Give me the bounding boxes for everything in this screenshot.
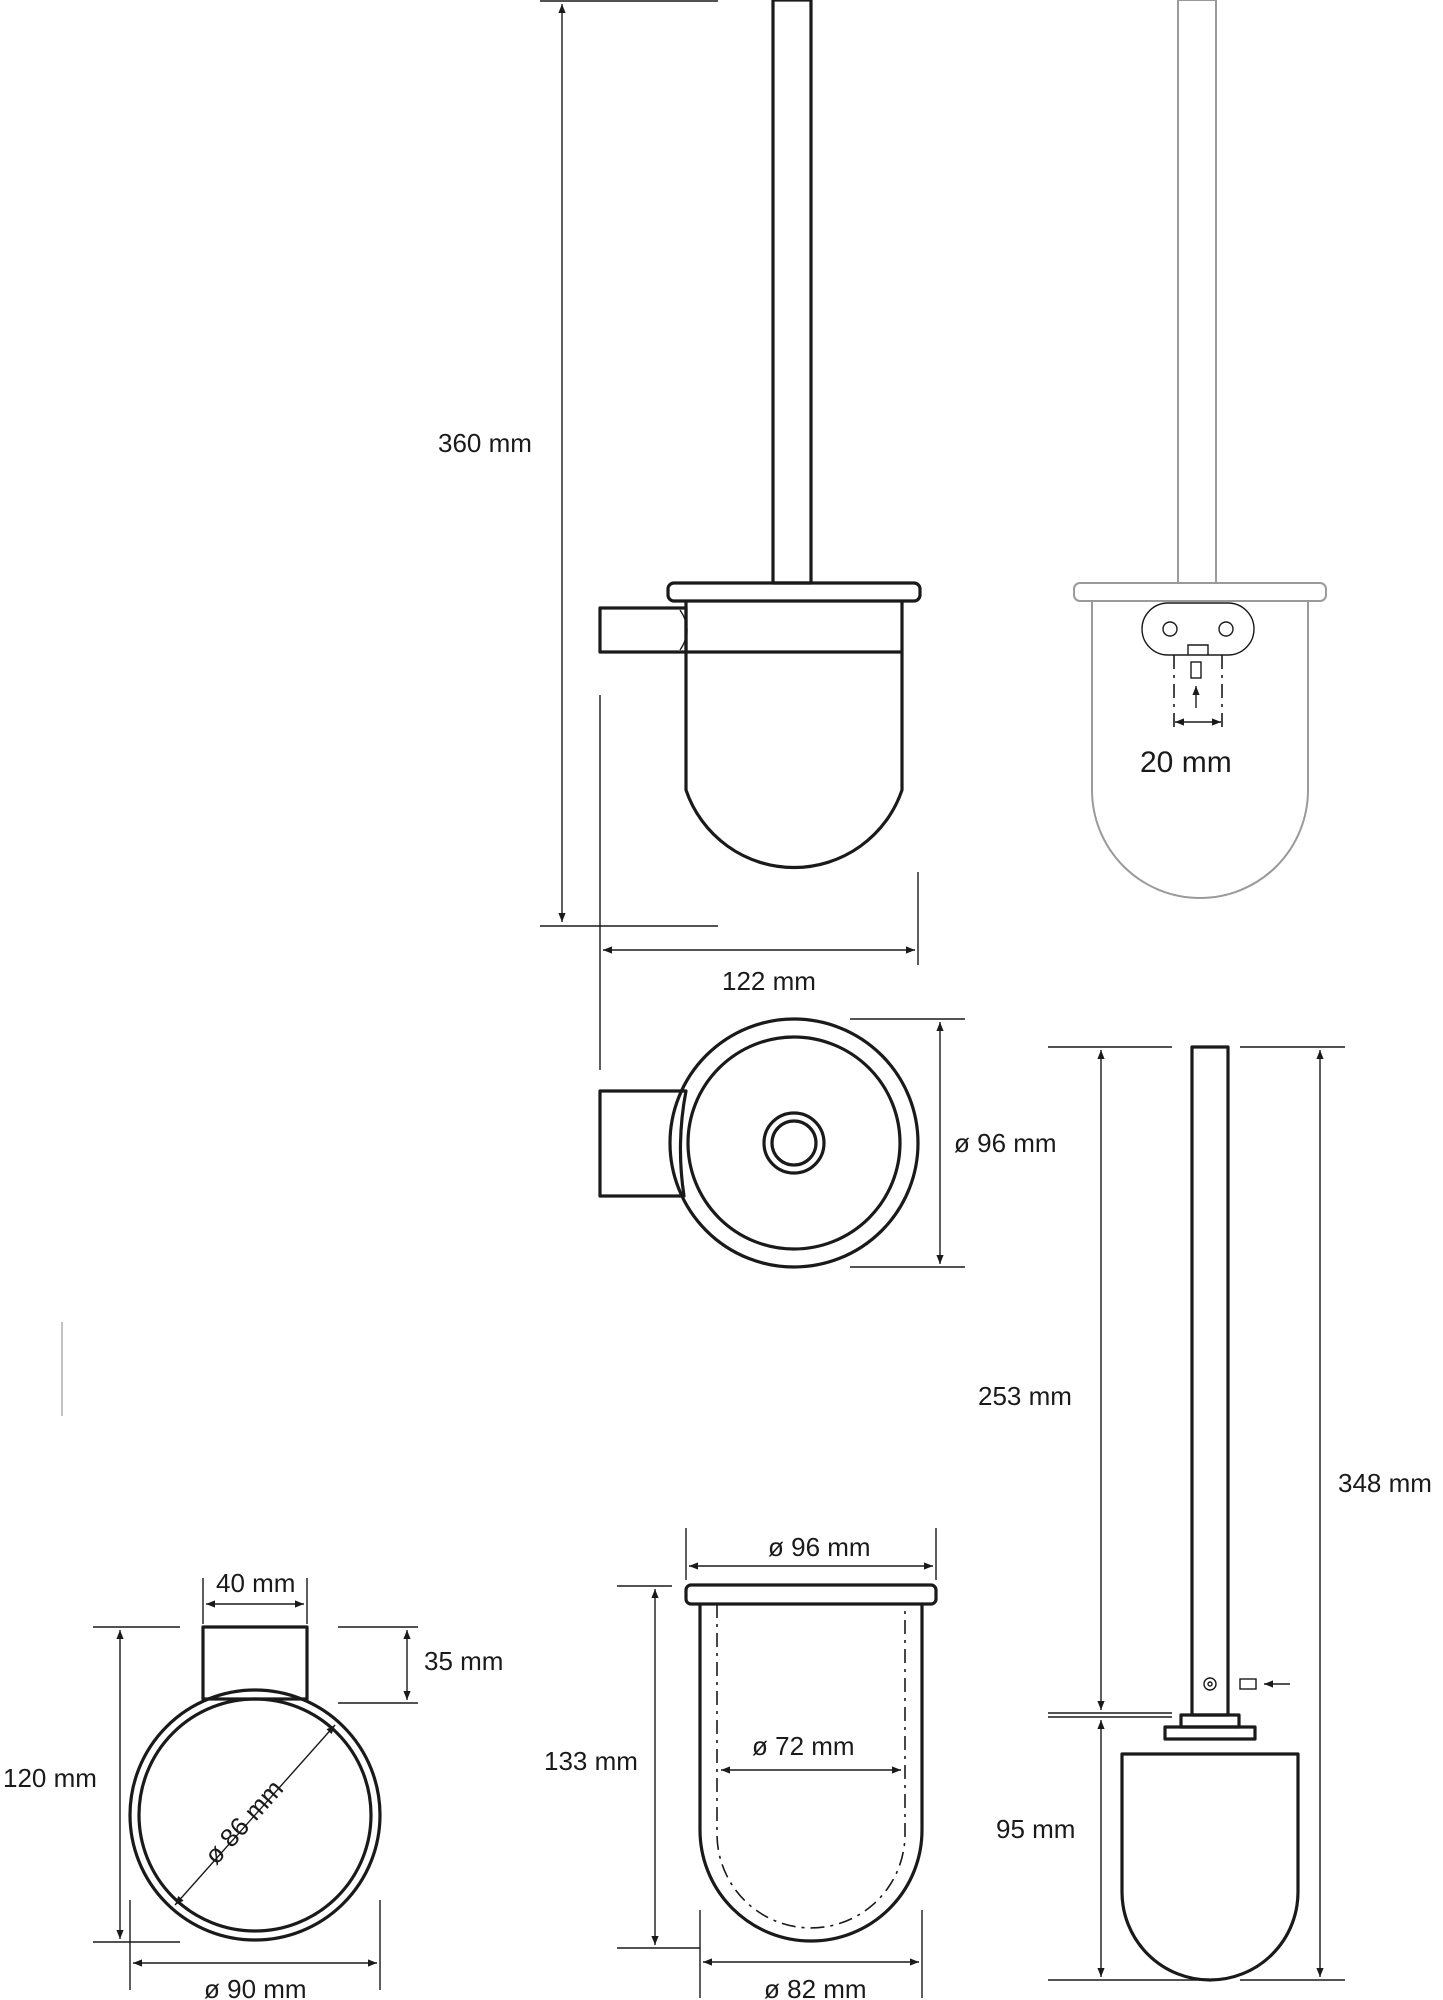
- dim-brush-head-label: 95 mm: [996, 1814, 1075, 1844]
- brush-view: [1120, 1045, 1300, 1982]
- dim-overall-width: 122 mm: [599, 695, 919, 1070]
- ring-inner: [137, 1697, 373, 1933]
- dim-overall-height-label: 360 mm: [438, 428, 532, 458]
- brush-handle: [1190, 1045, 1230, 1717]
- dim-brush-handle-label: 253 mm: [978, 1381, 1072, 1411]
- dim-cup-bottom-label: ø 82 mm: [764, 1974, 867, 2000]
- cup-view: [684, 1583, 938, 1943]
- dim-ring-inner-label: ø 86 mm: [198, 1774, 289, 1870]
- cup-lid: [684, 1583, 938, 1606]
- top-wall-bracket: [598, 1089, 688, 1198]
- dim-cup-inner: ø 72 mm: [721, 1731, 901, 1774]
- dim-cup-inner-label: ø 72 mm: [752, 1731, 855, 1761]
- rear-view: [1073, 0, 1327, 899]
- dim-ring-inner: ø 86 mm: [174, 1724, 336, 1906]
- dim-cup-height-label: 133 mm: [544, 1746, 638, 1776]
- dim-bracket-total-label: 120 mm: [3, 1763, 97, 1793]
- front-lid: [666, 581, 922, 603]
- dim-bracket-width-label: 40 mm: [216, 1568, 295, 1598]
- dim-brush-handle: 253 mm: [978, 1046, 1172, 1714]
- front-bracket-joint: [679, 609, 688, 651]
- top-lid-inner: [686, 1035, 902, 1251]
- dim-cup-height: 133 mm: [544, 1585, 700, 1949]
- ring-view: [128, 1625, 382, 1942]
- cup-body: [698, 1604, 924, 1943]
- dim-top-diameter-label: ø 96 mm: [954, 1128, 1057, 1158]
- dim-cup-top-label: ø 96 mm: [768, 1532, 871, 1562]
- top-handle-inner: [770, 1119, 818, 1167]
- dowel-icon: [1190, 661, 1202, 679]
- brush-head: [1120, 1752, 1300, 1982]
- dim-brush-total: 348 mm: [1240, 1046, 1432, 1981]
- front-handle: [771, 0, 813, 585]
- dim-bracket-depth: 35 mm: [338, 1626, 503, 1704]
- dim-brush-head: 95 mm: [996, 1716, 1210, 1981]
- front-cup: [684, 601, 904, 870]
- top-view: [598, 1017, 920, 1269]
- dim-cup-top: ø 96 mm: [685, 1528, 937, 1580]
- front-view: [598, 0, 922, 870]
- dim-mount-spacing-label: 20 mm: [1140, 746, 1232, 779]
- top-lid-outer: [668, 1017, 920, 1269]
- cup-liner: [716, 1604, 906, 1929]
- dim-overall-width-label: 122 mm: [722, 966, 816, 996]
- front-wall-bracket: [598, 606, 688, 654]
- screw-hole-right: [1218, 621, 1234, 637]
- ring-outer: [128, 1688, 382, 1942]
- dim-mount-spacing: 20 mm: [1140, 718, 1232, 779]
- dim-ring-outer: ø 90 mm: [129, 1900, 381, 2000]
- screw-hole-left: [1162, 621, 1178, 637]
- dim-top-diameter: ø 96 mm: [850, 1018, 1057, 1268]
- mounting-plate: [1141, 602, 1255, 656]
- top-handle-outer: [762, 1111, 826, 1175]
- dim-brush-total-label: 348 mm: [1338, 1468, 1432, 1498]
- dim-ring-outer-label: ø 90 mm: [204, 1974, 307, 2000]
- dim-cup-bottom: ø 82 mm: [699, 1910, 923, 2000]
- dim-bracket-depth-label: 35 mm: [424, 1646, 503, 1676]
- dim-bracket-total: 120 mm: [3, 1626, 180, 1943]
- dim-bracket-width: 40 mm: [202, 1568, 308, 1624]
- brush-dowel-icon: [1239, 1678, 1257, 1690]
- ring-bracket: [201, 1625, 309, 1701]
- dim-overall-height: 360 mm: [438, 0, 718, 927]
